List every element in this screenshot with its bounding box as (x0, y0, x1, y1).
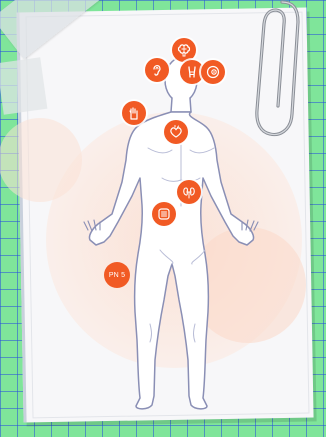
pn-badge[interactable]: PN 5 (104, 262, 130, 288)
eye-marker[interactable] (201, 60, 225, 84)
intestine-marker[interactable] (152, 202, 176, 226)
heart-icon (168, 124, 184, 140)
glow-circle-left (0, 118, 82, 202)
kidney-marker[interactable] (177, 180, 201, 204)
hand-icon (126, 105, 142, 121)
heart-marker[interactable] (164, 120, 188, 144)
brain-marker[interactable] (172, 38, 196, 62)
tape-corner (0, 57, 47, 115)
intestine-icon (156, 206, 172, 222)
throat-icon (184, 64, 200, 80)
hand-marker[interactable] (122, 101, 146, 125)
brain-icon (176, 42, 192, 58)
eye-icon (205, 64, 221, 80)
ear-icon (149, 62, 165, 78)
paperclip-icon (252, 0, 304, 144)
ear-marker[interactable] (145, 58, 169, 82)
kidney-icon (181, 184, 197, 200)
